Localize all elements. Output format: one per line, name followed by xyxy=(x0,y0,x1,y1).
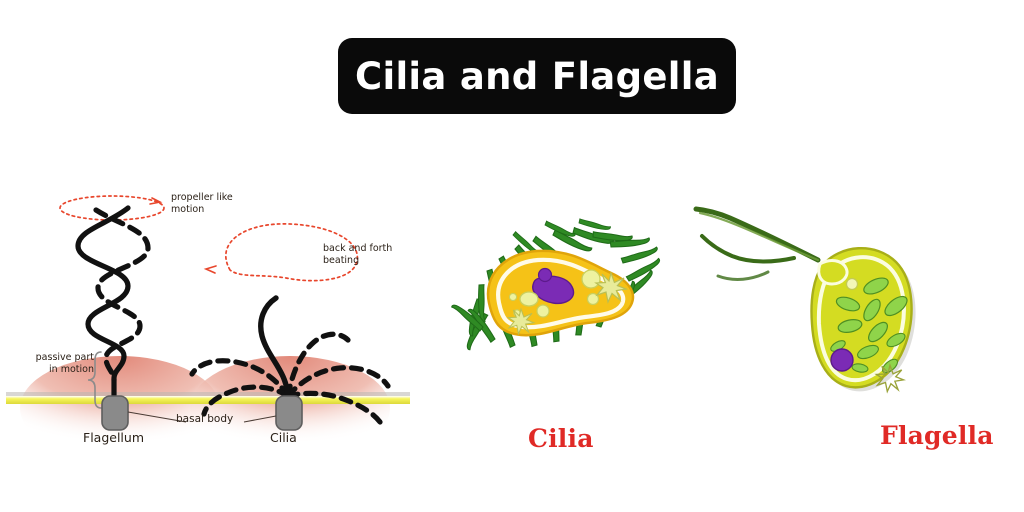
back-forth-motion-path xyxy=(224,223,359,282)
nucleus xyxy=(532,275,575,305)
cilia-stroke-left-1 xyxy=(189,358,291,399)
annotation-propeller-motion: propeller like motion xyxy=(171,192,233,215)
star-organelle-1 xyxy=(594,270,629,304)
vacuole-2 xyxy=(586,292,600,306)
flagellum-strand-main xyxy=(693,206,821,263)
beating-arrow-icon xyxy=(203,265,217,274)
vacuole-5 xyxy=(508,292,518,302)
rotation-arrow-icon xyxy=(149,197,163,205)
annotation-basal-body: basal body xyxy=(176,413,234,425)
title-banner: Cilia and Flagella xyxy=(338,38,736,114)
flagella-cell-inner-rim xyxy=(816,255,906,383)
vacuole-1 xyxy=(581,269,601,289)
cilia-stroke-right-2 xyxy=(285,365,391,399)
cilia-power-stroke xyxy=(258,295,291,399)
cilia-cell-svg xyxy=(450,218,663,352)
star-organelle xyxy=(874,363,907,394)
flagellum-insertion-pocket xyxy=(817,259,849,286)
cilia-cell-illustration xyxy=(425,195,663,410)
caption-flagella: Flagella xyxy=(880,421,994,450)
caption-cilia: Cilia xyxy=(528,424,594,453)
motion-diagram-svg xyxy=(6,195,410,460)
cilia-stroke-right-3 xyxy=(285,390,383,425)
basal-body-flagellum xyxy=(101,395,129,431)
cilia-stroke-right-1 xyxy=(285,331,351,399)
vacuole xyxy=(845,277,859,291)
chloroplasts xyxy=(830,277,908,374)
flagellum-strand-secondary xyxy=(700,234,796,264)
basal-body-leader-left xyxy=(127,411,187,423)
flagellum-strand-tertiary xyxy=(716,270,770,281)
basal-body-leader-right xyxy=(243,415,277,423)
flagella-cell-svg xyxy=(693,206,916,394)
motion-comparison-diagram: propeller like motion back and forth bea… xyxy=(0,160,420,460)
star-organelle-2 xyxy=(506,307,536,336)
vacuole-3 xyxy=(519,291,539,307)
nucleus xyxy=(830,348,854,372)
passive-part-brace xyxy=(87,351,102,409)
label-flagellum: Flagellum xyxy=(83,430,144,445)
flagella-cell-illustration xyxy=(690,200,940,405)
membrane-shadow xyxy=(6,392,410,397)
basal-body-cilia xyxy=(275,395,303,431)
annotation-back-forth-beating: back and forth beating xyxy=(323,243,393,266)
vacuole-4 xyxy=(536,304,550,318)
annotation-passive-part: passive part in motion xyxy=(35,352,94,375)
nucleolus xyxy=(537,267,553,283)
label-cilia: Cilia xyxy=(270,430,297,445)
cilia-stroke-left-2 xyxy=(201,384,291,417)
page-title: Cilia and Flagella xyxy=(355,54,719,98)
cell-membrane xyxy=(6,396,410,404)
flagellum-strand-highlight xyxy=(698,211,820,262)
flagellum-dashed-wave xyxy=(93,207,151,383)
